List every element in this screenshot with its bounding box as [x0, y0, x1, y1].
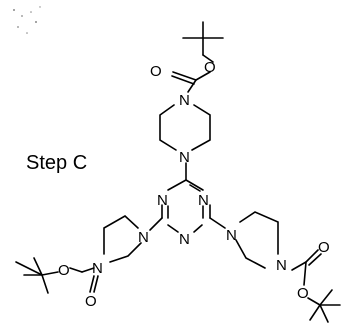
triazine-nitrogen-bottom-label: N	[179, 231, 190, 248]
right-boc-group	[291, 249, 341, 323]
left-ester-oxygen-label: O	[58, 262, 70, 279]
top-piperazine-ring	[159, 104, 211, 151]
right-piperazine-nitrogen-label: N	[276, 257, 287, 274]
top-carbonyl-oxygen-label: O	[150, 63, 162, 80]
right-piperazine-triazine-nitrogen-label: N	[226, 227, 237, 244]
right-piperazine-ring	[235, 211, 279, 269]
triazine-nitrogen-left-label: N	[157, 192, 168, 209]
top-ester-oxygen-label: O	[204, 59, 216, 76]
step-label: Step C	[26, 152, 88, 174]
right-carbonyl-oxygen-label: O	[318, 239, 330, 256]
top-boc-group	[171, 21, 224, 93]
left-piperazine-ring	[103, 215, 142, 263]
triazine-nitrogen-right-label: N	[198, 192, 209, 209]
left-carbonyl-oxygen-label: O	[85, 293, 97, 310]
left-piperazine-nitrogen-label: N	[92, 260, 103, 277]
scan-artifact	[13, 6, 41, 34]
left-piperazine-triazine-nitrogen-label: N	[138, 229, 149, 246]
triazine-ring	[161, 179, 211, 233]
top-piperazine-triazine-nitrogen-label: N	[179, 149, 190, 166]
left-piperazine-triazine-bond	[149, 217, 163, 231]
right-ester-oxygen-label: O	[297, 285, 309, 302]
left-boc-group	[15, 257, 99, 294]
top-piperazine-nitrogen-label: N	[179, 92, 190, 109]
right-piperazine-triazine-bond	[209, 217, 226, 229]
